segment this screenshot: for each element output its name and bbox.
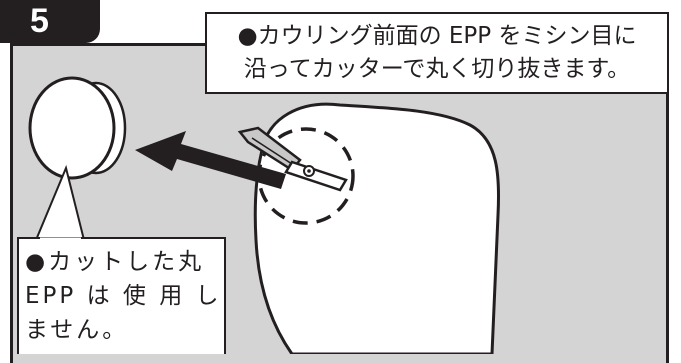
cutter-knife-icon <box>237 126 348 192</box>
callout-pointer-join <box>0 0 681 354</box>
step-number: 5 <box>30 2 49 40</box>
illustration <box>28 76 501 354</box>
instruction-text: ●カウリング前面の EPP をミシン目に 沿ってカッターで丸く切り抜きます。 <box>237 23 637 82</box>
callout-box: ●カットした丸 EPP は 使 用 し ません。 <box>17 237 226 354</box>
instruction-box: ●カウリング前面の EPP をミシン目に 沿ってカッターで丸く切り抜きます。 <box>205 12 669 94</box>
removed-disc-icon <box>28 76 127 180</box>
step-number-badge: 5 <box>0 0 100 43</box>
callout-text: ●カットした丸 EPP は 使 用 し ません。 <box>25 249 222 343</box>
arrow-left-icon <box>135 131 286 189</box>
